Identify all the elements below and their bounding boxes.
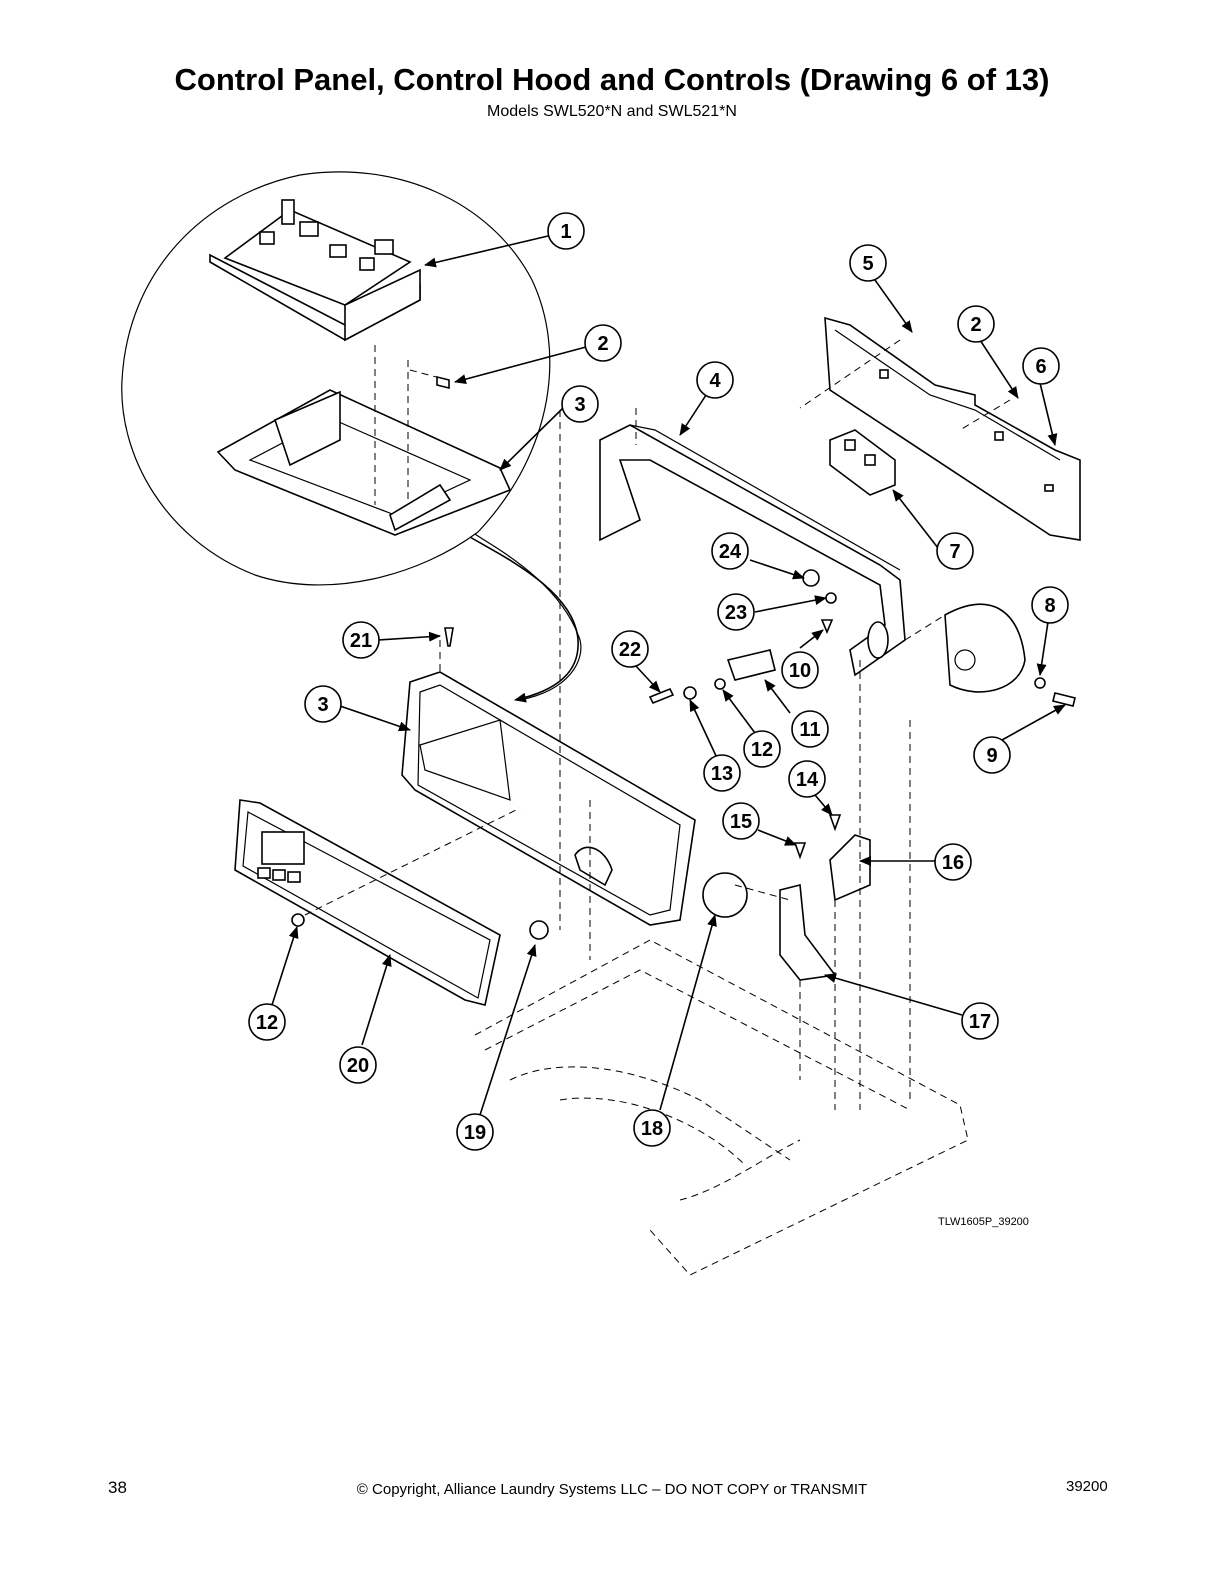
svg-text:18: 18 <box>641 1118 663 1140</box>
callout-15: 15 <box>722 802 760 840</box>
callout-2b: 2 <box>957 305 995 343</box>
svg-text:3: 3 <box>317 694 328 716</box>
svg-text:13: 13 <box>711 763 733 785</box>
svg-text:6: 6 <box>1035 356 1046 378</box>
leader-arrows <box>271 235 1066 1116</box>
svg-text:20: 20 <box>347 1055 369 1077</box>
svg-text:9: 9 <box>986 745 997 767</box>
small-fasteners <box>444 569 1076 981</box>
callout-22: 22 <box>611 630 649 668</box>
panel-bracket-detail <box>216 345 512 536</box>
callout-2: 2 <box>584 324 622 362</box>
callout-7: 7 <box>936 532 974 570</box>
svg-text:5: 5 <box>862 253 873 275</box>
page-title: Control Panel, Control Hood and Controls… <box>174 62 1050 97</box>
callout-5: 5 <box>849 244 887 282</box>
detail-magnifier <box>121 171 582 703</box>
svg-text:16: 16 <box>942 852 964 874</box>
control-board-part <box>209 199 421 342</box>
callout-14: 14 <box>788 760 826 798</box>
callout-18: 18 <box>633 1109 671 1147</box>
callout-20: 20 <box>339 1046 377 1084</box>
svg-text:7: 7 <box>949 541 960 563</box>
callout-19: 19 <box>456 1113 494 1151</box>
svg-text:11: 11 <box>799 719 820 741</box>
svg-text:23: 23 <box>725 602 747 624</box>
svg-text:19: 19 <box>464 1122 486 1144</box>
copyright-notice: © Copyright, Alliance Laundry Systems LL… <box>356 1481 868 1498</box>
callout-13: 13 <box>703 754 741 792</box>
svg-text:24: 24 <box>719 541 742 563</box>
svg-text:12: 12 <box>256 1012 278 1034</box>
callout-21: 21 <box>342 621 380 659</box>
svg-text:14: 14 <box>796 769 819 791</box>
drawing-id: TLW1605P_39200 <box>938 1216 1029 1228</box>
svg-text:8: 8 <box>1044 595 1055 617</box>
page-subtitle: Models SWL520*N and SWL521*N <box>487 103 737 120</box>
svg-text:17: 17 <box>969 1011 991 1033</box>
control-hood-part <box>599 408 906 677</box>
callout-17: 17 <box>961 1002 999 1040</box>
sub-board-part <box>829 429 896 496</box>
callout-11: 11 <box>791 710 829 748</box>
svg-text:2: 2 <box>597 333 608 355</box>
svg-text:10: 10 <box>789 660 811 682</box>
callout-1: 1 <box>547 212 585 250</box>
svg-text:15: 15 <box>730 811 752 833</box>
svg-text:12: 12 <box>751 739 773 761</box>
callout-10: 10 <box>781 651 819 689</box>
callout-24: 24 <box>711 532 749 570</box>
callout-6: 6 <box>1022 347 1060 385</box>
document-number: 39200 <box>1066 1478 1108 1495</box>
callout-9: 9 <box>973 736 1011 774</box>
svg-text:1: 1 <box>560 221 571 243</box>
svg-text:22: 22 <box>619 639 641 661</box>
svg-text:3: 3 <box>574 394 585 416</box>
page-number: 38 <box>108 1478 127 1497</box>
callout-4: 4 <box>696 361 734 399</box>
rear-plate-part <box>799 316 1081 541</box>
callout-12b: 12 <box>248 1003 286 1041</box>
callout-12: 12 <box>743 730 781 768</box>
svg-text:2: 2 <box>970 314 981 336</box>
svg-text:4: 4 <box>709 370 721 392</box>
console-face-part <box>234 799 521 1006</box>
callout-8: 8 <box>1031 586 1069 624</box>
callout-23: 23 <box>717 593 755 631</box>
callout-3: 3 <box>561 385 599 423</box>
front-panel-frame-part <box>401 640 696 926</box>
svg-text:21: 21 <box>350 630 372 652</box>
callout-3b: 3 <box>304 685 342 723</box>
callout-16: 16 <box>934 843 972 881</box>
